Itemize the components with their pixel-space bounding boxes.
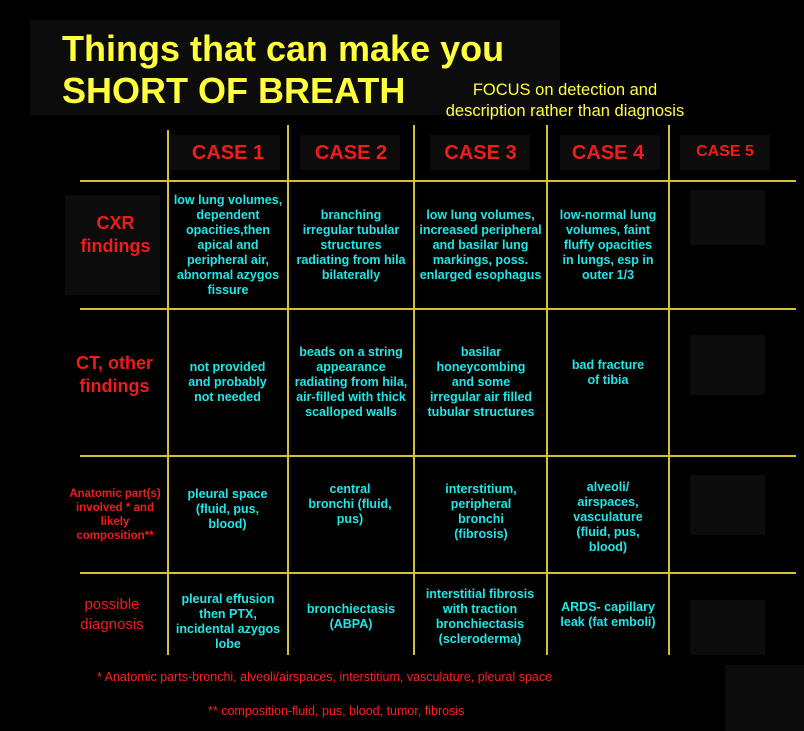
diagnosis-case-3: interstitial fibrosis with traction bron… xyxy=(425,587,535,646)
cxr-case-5 xyxy=(670,182,780,308)
title-line-2: SHORT OF BREATH xyxy=(62,70,406,111)
footnote-composition: ** composition-fluid, pus, blood, tumor,… xyxy=(208,704,465,718)
row-label-ct: CT, other findings xyxy=(75,353,153,396)
ct-case-2: beads on a string appearance radiating f… xyxy=(294,345,408,419)
anatomic-case-2: central bronchi (fluid, pus) xyxy=(308,482,392,526)
case-2-header: CASE 2 xyxy=(314,141,388,164)
cxr-case-3: low lung volumes, increased peripheral a… xyxy=(419,207,542,282)
diagnosis-case-1: pleural effusion then PTX, incidental az… xyxy=(175,592,281,651)
cxr-case-2: branching irregular tubular structures r… xyxy=(296,207,406,282)
case-5-header: CASE 5 xyxy=(696,143,754,160)
diagnosis-case-2: bronchiectasis (ABPA) xyxy=(306,602,396,631)
cxr-case-1: low lung volumes, dependent opacities,th… xyxy=(173,192,283,297)
ct-case-4: bad fracture of tibia xyxy=(571,357,645,387)
ct-case-1: not provided and probably not needed xyxy=(188,360,267,404)
case-1-header: CASE 1 xyxy=(191,141,265,164)
anatomic-case-1: pleural space (fluid, pus, blood) xyxy=(187,487,268,531)
row-label-cxr: CXR findings xyxy=(80,213,151,256)
subtitle: FOCUS on detection and description rathe… xyxy=(445,81,685,120)
cxr-case-4: low-normal lung volumes, faint fluffy op… xyxy=(559,207,657,282)
case-4-header: CASE 4 xyxy=(571,141,645,164)
title-line-1: Things that can make you xyxy=(62,28,505,69)
anatomic-case-4: alveoli/ airspaces, vasculature (fluid, … xyxy=(573,479,643,554)
row-label-diagnosis: possible diagnosis xyxy=(80,596,144,633)
ct-case-3: basilar honeycombing and some irregular … xyxy=(427,345,535,419)
row-label-anatomic: Anatomic part(s) involved * and likely c… xyxy=(69,487,161,542)
footnote-anatomic: * Anatomic parts-bronchi, alveoli/airspa… xyxy=(97,670,553,684)
anatomic-case-3: interstitium, peripheral bronchi (fibros… xyxy=(445,482,517,541)
diagnosis-case-4: ARDS- capillary leak (fat emboli) xyxy=(560,600,656,629)
page-title: Things that can make you SHORT OF BREATH xyxy=(62,28,504,112)
grid-line xyxy=(80,455,796,457)
case-3-header: CASE 3 xyxy=(444,141,517,164)
grid-line xyxy=(80,572,796,574)
grid-line xyxy=(546,125,548,655)
anatomic-case-5 xyxy=(670,462,780,562)
diagnosis-case-5 xyxy=(670,580,780,650)
ct-case-5 xyxy=(670,310,780,455)
